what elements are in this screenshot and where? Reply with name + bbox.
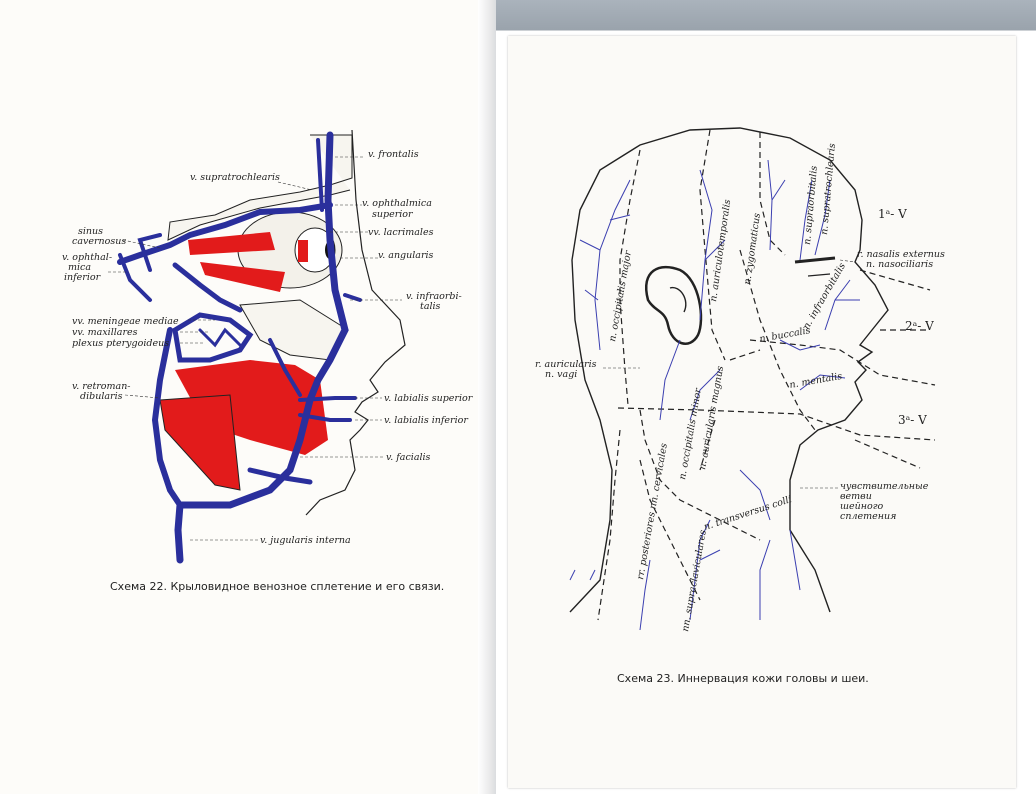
label-v-infraorbitalis-2: talis xyxy=(420,301,441,312)
label-v-ophthalmica-inferior-1: v. ophthal- xyxy=(62,252,112,263)
label-v-frontalis: v. frontalis xyxy=(368,149,419,160)
eye-muscle xyxy=(298,240,308,262)
label-sinus-cavernosus-2: cavernosus xyxy=(72,236,126,247)
label-v-retromandibularis-2: dibularis xyxy=(80,391,123,402)
label-v-facialis: v. facialis xyxy=(386,452,431,463)
leader-lines xyxy=(108,156,402,541)
vein-network xyxy=(117,131,362,564)
label-v-angularis: v. angularis xyxy=(378,250,434,261)
frontal-bone xyxy=(167,134,353,241)
inferior-rectus-muscle xyxy=(200,262,285,292)
label-vv-lacrimales: vv. lacrimales xyxy=(368,227,434,238)
label-v-supratrochlearis: v. supratrochlearis xyxy=(190,172,280,183)
label-v-retromandibularis-1: v. retroman- xyxy=(72,381,131,392)
label-vv-meningeae-mediae: vv. meningeae mediae xyxy=(72,316,179,327)
face-profile-line xyxy=(305,129,406,516)
label-v-infraorbitalis-1: v. infraorbi- xyxy=(406,291,462,302)
pterygoid-venous-plexus-diagram: v. frontalis v. supratrochlearis v. opht… xyxy=(62,129,474,593)
superior-rectus-muscle xyxy=(188,232,275,255)
label-vv-maxillares: vv. maxillares xyxy=(72,327,138,338)
label-v-labialis-superior: v. labialis superior xyxy=(384,393,474,404)
left-caption: Схема 22. Крыловидное венозное сплетение… xyxy=(110,580,444,593)
label-v-ophthalmica-superior-2: superior xyxy=(372,209,414,220)
label-v-ophthalmica-superior-1: v. ophthalmica xyxy=(362,198,432,209)
label-plexus-pterygoideus: plexus pterygoideus xyxy=(72,338,169,349)
label-v-ophthalmica-inferior-2: mica xyxy=(68,262,91,273)
label-v-ophthalmica-inferior-3: inferior xyxy=(64,272,102,283)
pterygoid-muscle xyxy=(159,394,241,491)
masseter-muscle xyxy=(175,360,328,455)
label-sinus-cavernosus-1: sinus xyxy=(78,226,103,237)
label-v-jugularis-interna: v. jugularis interna xyxy=(260,535,351,546)
label-v-labialis-inferior: v. labialis inferior xyxy=(384,415,469,426)
right-page-sheet xyxy=(508,36,1016,788)
